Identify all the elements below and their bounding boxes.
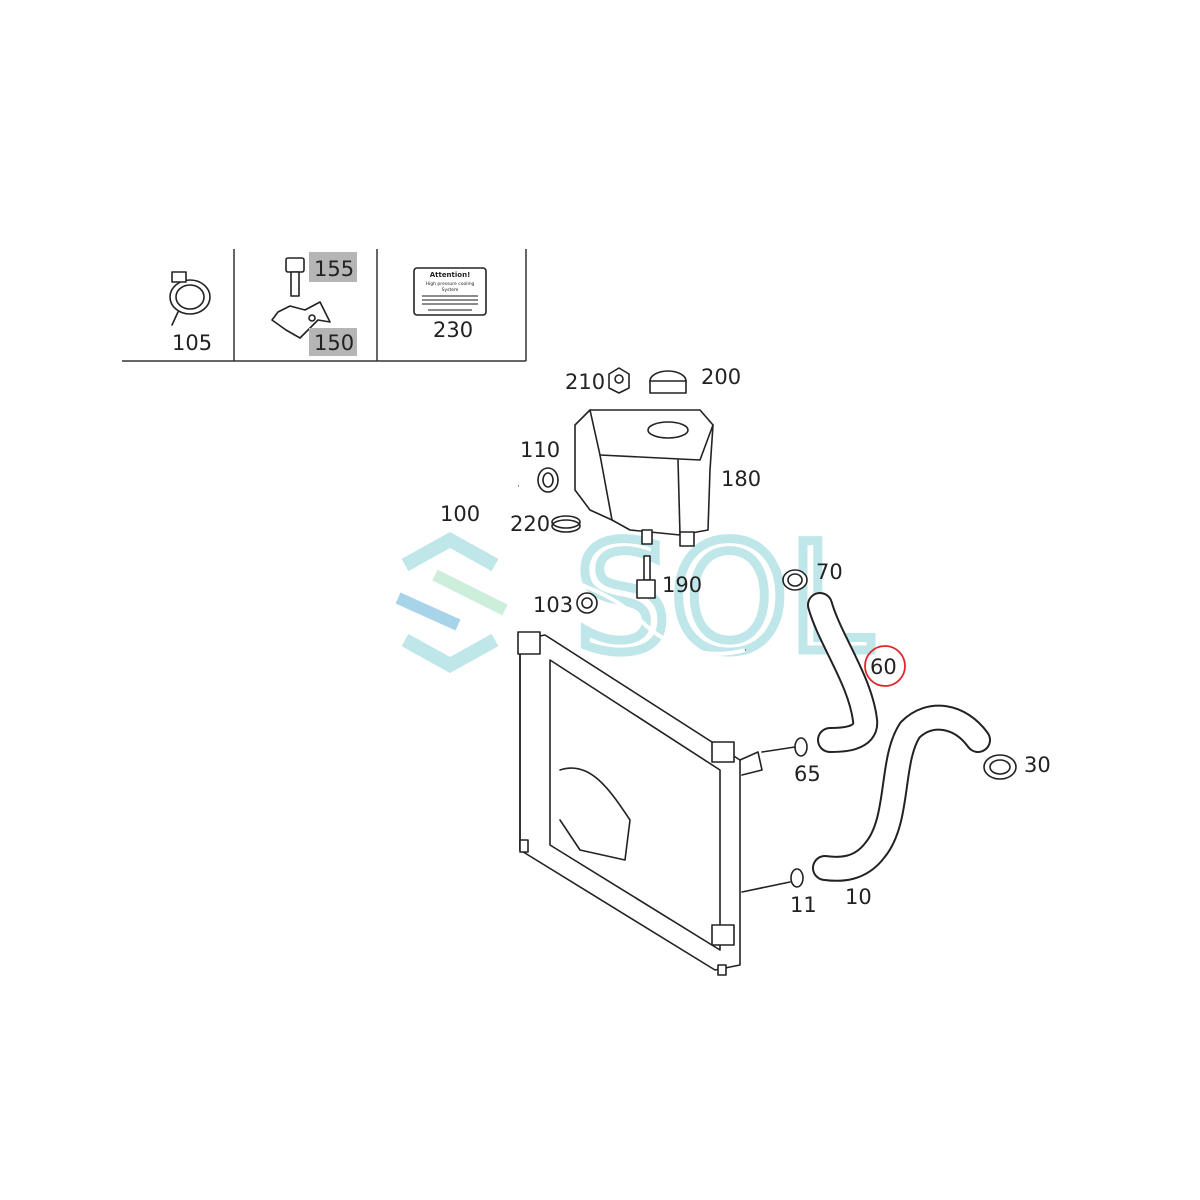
svg-text:Attention!: Attention! bbox=[430, 271, 471, 279]
grommet-103 bbox=[576, 592, 598, 614]
label-10: 10 bbox=[845, 885, 872, 909]
radiator bbox=[517, 631, 763, 976]
clamp-110 bbox=[537, 467, 559, 493]
label-100: 100 bbox=[440, 502, 480, 526]
label-190: 190 bbox=[662, 573, 702, 597]
watermark-logo: SOL bbox=[395, 508, 876, 691]
grommet-220 bbox=[551, 515, 581, 533]
label-150-highlight bbox=[309, 328, 357, 356]
label-230: 230 bbox=[433, 318, 473, 342]
clamp-70 bbox=[782, 569, 808, 591]
label-60: 60 bbox=[870, 655, 897, 679]
cap-200 bbox=[649, 370, 687, 394]
clamp-30 bbox=[983, 754, 1017, 780]
label-150: 150 bbox=[314, 331, 354, 355]
label-105: 105 bbox=[172, 331, 212, 355]
seal-65 bbox=[761, 737, 808, 757]
label-200: 200 bbox=[701, 365, 741, 389]
svg-text:High pressure cooling: High pressure cooling bbox=[426, 281, 475, 287]
label-103: 103 bbox=[533, 593, 573, 617]
label-155-highlight bbox=[309, 252, 357, 282]
bracket-150-icon bbox=[271, 301, 331, 339]
bolt-155-icon bbox=[285, 257, 305, 297]
expansion-tank-180 bbox=[574, 409, 714, 547]
nut-210 bbox=[608, 367, 630, 394]
label-30: 30 bbox=[1024, 753, 1051, 777]
sensor-190 bbox=[636, 555, 656, 599]
label-155: 155 bbox=[314, 257, 354, 281]
clamp-105-icon bbox=[169, 271, 211, 326]
label-70: 70 bbox=[816, 560, 843, 584]
svg-text:System: System bbox=[442, 287, 459, 293]
label-110: 110 bbox=[520, 438, 560, 462]
highlight-circle-60 bbox=[864, 645, 906, 687]
label-65: 65 bbox=[794, 762, 821, 786]
label-220: 220 bbox=[510, 512, 550, 536]
label-11: 11 bbox=[790, 893, 817, 917]
label-210: 210 bbox=[565, 370, 605, 394]
label-180: 180 bbox=[721, 467, 761, 491]
inset-table bbox=[122, 249, 527, 362]
warning-sticker-230: Attention! High pressure cooling System bbox=[413, 267, 487, 316]
seal-11 bbox=[741, 868, 804, 893]
